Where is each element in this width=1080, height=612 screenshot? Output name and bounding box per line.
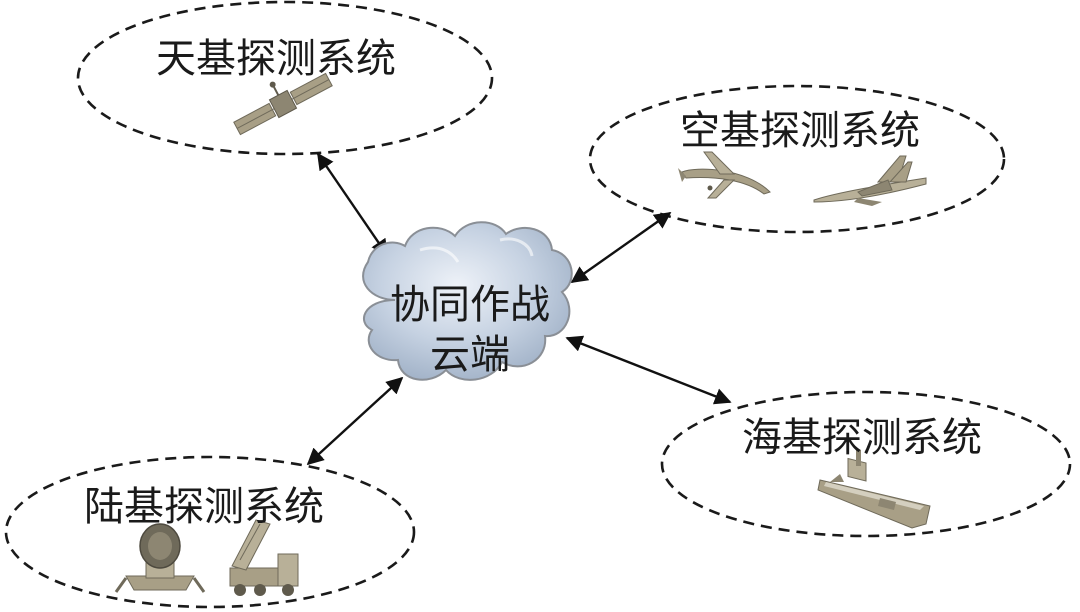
sea-system-label: 海基探测系统 [742,415,982,461]
warship-icon [817,450,931,529]
satellite-icon [233,72,333,136]
missile-launcher-icon [229,519,299,596]
fighter-jet-icon [813,155,927,206]
air-system-label: 空基探测系统 [680,108,920,154]
drone-icon [678,151,771,199]
cloud-title-line2: 云端 [430,332,510,378]
arrow-land-cloud [306,376,404,466]
radar-icon [114,523,206,593]
sea-system-ellipse [660,390,1072,538]
cloud-title-line1: 协同作战 [390,282,550,328]
arrow-space-cloud [317,152,388,257]
land-system-ellipse [4,455,416,609]
space-system-ellipse [76,0,494,156]
arrow-sea-cloud [565,335,732,405]
cloud-icon [362,221,573,381]
land-system-label: 陆基探测系统 [84,484,324,530]
arrow-air-cloud [570,212,672,283]
air-system-ellipse [588,84,1006,234]
space-system-label: 天基探测系统 [156,36,396,82]
